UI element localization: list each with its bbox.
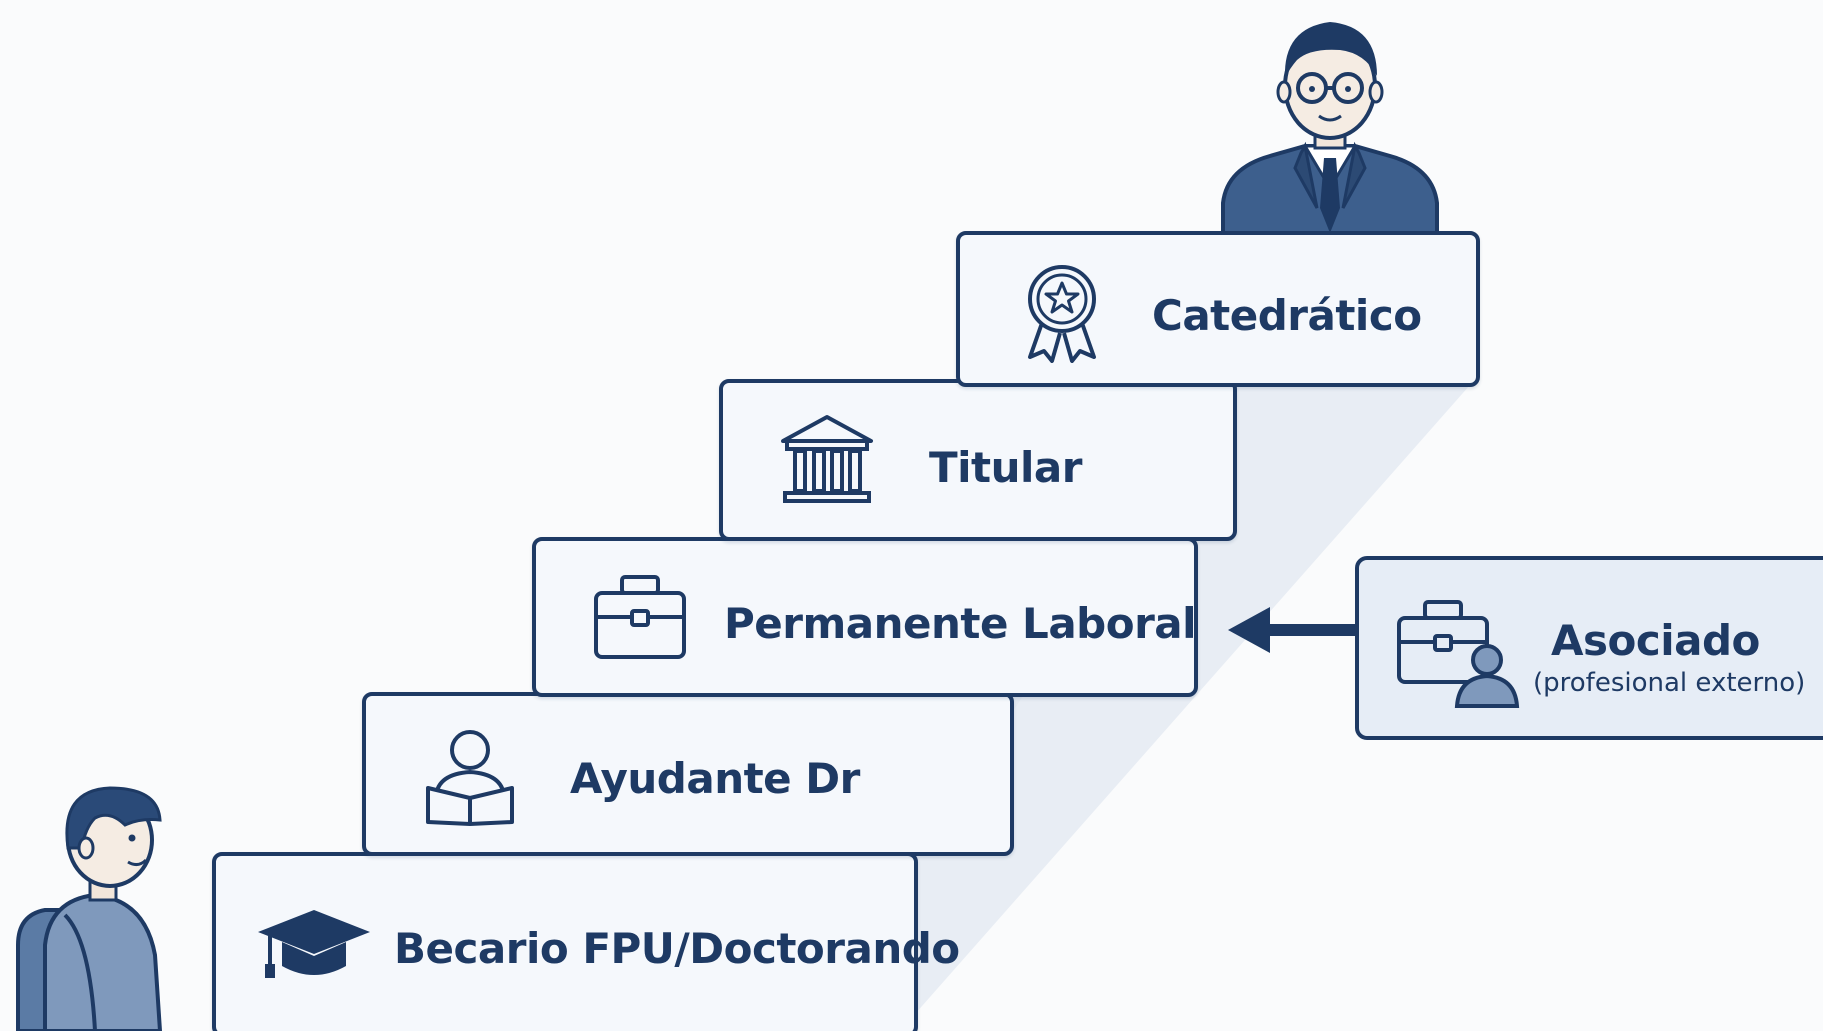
institution-building-icon [779,413,875,509]
step-label: Titular [929,443,1082,492]
step-catedratico: Catedrático [956,231,1480,387]
step-label: Permanente Laboral [724,599,1197,648]
step-label: Catedrático [1152,291,1422,340]
award-ribbon-icon [1020,263,1104,363]
reader-icon [422,726,518,826]
step-ayudante-dr: Ayudante Dr [362,692,1014,856]
professor-figure [1215,8,1445,233]
arrow-left-icon [1228,607,1362,653]
side-card-sublabel: (profesional externo) [1533,668,1806,698]
briefcase-icon [592,573,688,663]
graduation-cap-icon [254,904,374,984]
step-label: Ayudante Dr [570,754,860,803]
step-permanente-laboral: Permanente Laboral [532,537,1198,697]
briefcase-person-icon [1395,598,1521,714]
student-figure [10,770,180,1031]
step-label: Becario FPU/Doctorando [394,924,960,973]
step-becario-fpu: Becario FPU/Doctorando [212,852,960,1031]
step-titular: Titular [719,379,1237,541]
side-card-label: Asociado [1551,616,1760,665]
side-card-asociado: Asociado (profesional externo) [1355,556,1823,740]
